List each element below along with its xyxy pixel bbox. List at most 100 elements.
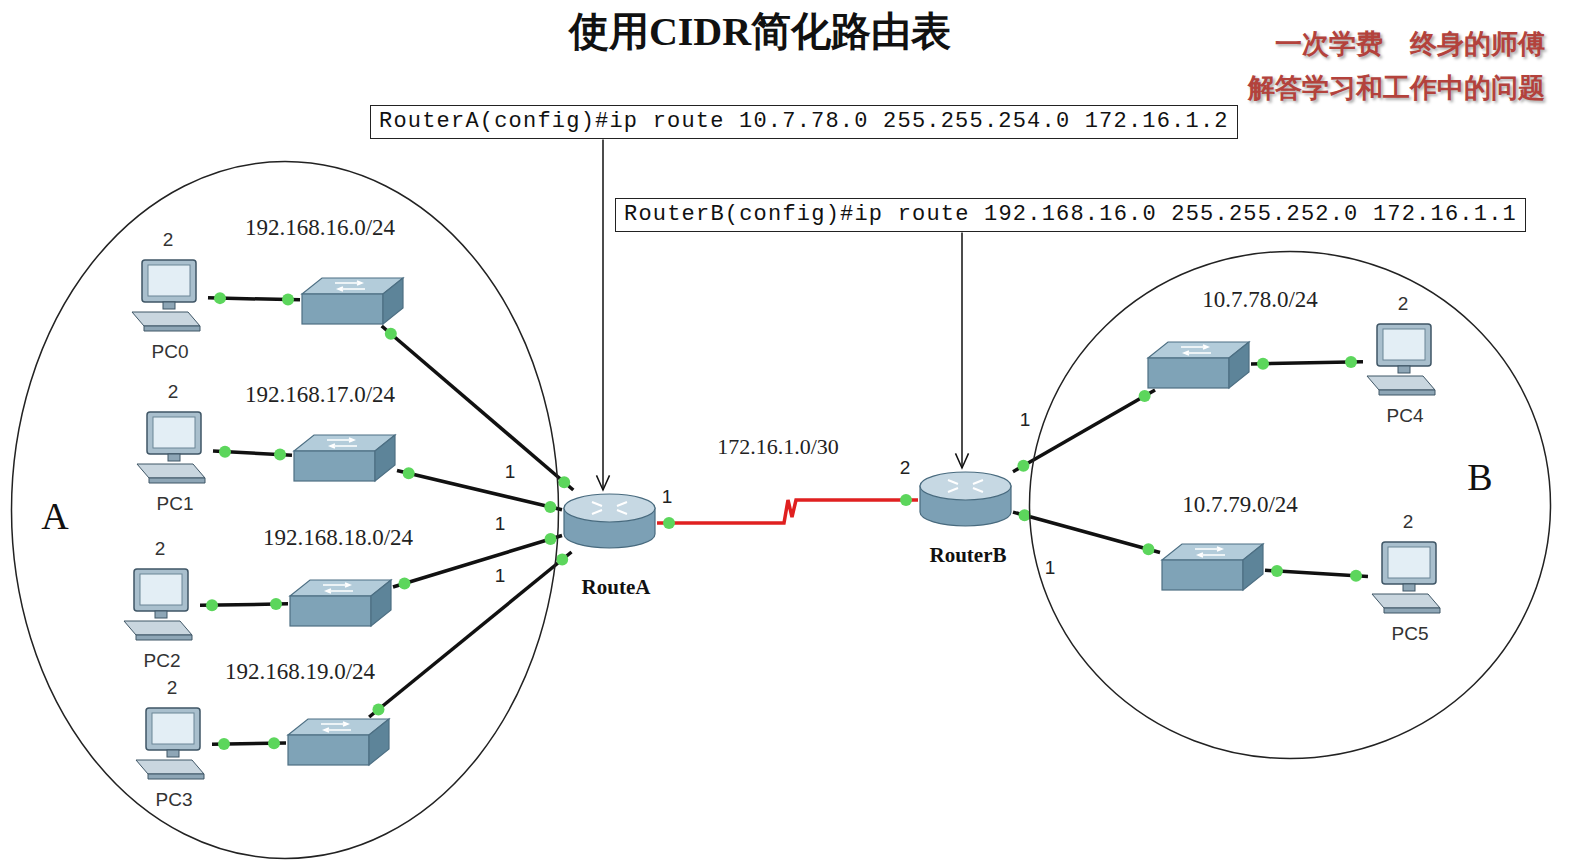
pc-host: 2PC5 — [1368, 540, 1448, 618]
host-name: PC3 — [154, 790, 195, 811]
link-dot — [1139, 390, 1151, 402]
link-dot — [214, 292, 226, 304]
monitor-stand — [167, 750, 179, 757]
ethernet-link — [397, 470, 562, 509]
switch-front — [1148, 358, 1229, 388]
switch-side — [375, 435, 395, 481]
subnet-label: 10.7.79.0/24 — [1180, 492, 1300, 517]
ethernet-link — [382, 326, 574, 490]
screen — [1388, 547, 1430, 578]
watermark-text: 解答学习和工作中的问题 — [1248, 73, 1545, 103]
switch-icon: 10.7.78.0/24 — [1146, 340, 1251, 390]
router-icon: RouterB — [918, 468, 1013, 530]
link-dot — [1257, 358, 1269, 370]
router-top — [564, 494, 655, 522]
switch-icon-shape — [286, 717, 391, 767]
keyboard-edge — [148, 774, 204, 779]
screen — [153, 417, 195, 448]
connector — [1251, 356, 1363, 370]
command-box: RouterA(config)#ip route 10.7.78.0 255.2… — [370, 105, 1238, 139]
region-letter: B — [1467, 457, 1492, 499]
switch-front — [302, 294, 383, 324]
screen — [148, 265, 190, 296]
link-dot — [544, 501, 556, 513]
port-number: 1 — [1018, 410, 1033, 431]
pc-host-shape — [133, 410, 213, 488]
host-number: 2 — [153, 539, 168, 560]
host-number: 2 — [166, 382, 181, 403]
router-arrows — [592, 502, 627, 514]
keyboard-edge — [144, 326, 200, 331]
link-dot — [268, 737, 280, 749]
screen — [1383, 329, 1425, 360]
pc-host-shape — [1363, 322, 1443, 400]
pc-host: 2PC2 — [120, 567, 200, 645]
connector — [657, 494, 918, 529]
link-dot — [218, 738, 230, 750]
pc-host: 2PC4 — [1363, 322, 1443, 400]
network-region-shape — [10, 160, 560, 860]
host-name: PC2 — [142, 651, 183, 672]
switch-icon-shape — [1146, 340, 1251, 390]
router-name: RouterB — [928, 544, 1009, 567]
connector — [212, 737, 286, 750]
switch-arrows — [335, 281, 365, 291]
monitor-stand — [1403, 584, 1415, 591]
connector — [1013, 509, 1160, 555]
connector — [397, 467, 562, 513]
link-dot — [545, 533, 557, 545]
network-region: A2PC0192.168.16.0/242PC1192.168.17.0/242… — [10, 160, 560, 860]
serial-link — [657, 500, 918, 523]
host-number: 2 — [1401, 512, 1416, 533]
connector — [382, 326, 574, 490]
pc-host-shape — [1368, 540, 1448, 618]
link-dot — [282, 294, 294, 306]
keyboard — [1367, 376, 1435, 390]
switch-side — [383, 278, 403, 324]
port-number: 2 — [898, 458, 913, 479]
keyboard-edge — [149, 478, 205, 483]
region-letter: A — [41, 496, 68, 538]
keyboard-edge — [1384, 608, 1440, 613]
port-number: 1 — [1043, 558, 1058, 579]
command-box: RouterB(config)#ip route 192.168.16.0 25… — [615, 198, 1526, 232]
subnet-label: 192.168.17.0/24 — [243, 382, 397, 407]
switch-icon-shape — [288, 578, 393, 628]
subnet-label: 10.7.78.0/24 — [1200, 287, 1320, 312]
router-top — [920, 472, 1011, 500]
router-arrows — [948, 480, 983, 492]
link-dot — [1142, 543, 1154, 555]
monitor — [1377, 324, 1431, 366]
monitor-stand — [168, 454, 180, 461]
link-dot — [372, 703, 384, 715]
subnet-label: 192.168.19.0/24 — [223, 659, 377, 684]
switch-arrows — [321, 722, 351, 732]
screen — [152, 713, 194, 744]
link-dot — [1345, 356, 1357, 368]
switch-icon: 192.168.17.0/24 — [292, 433, 397, 483]
subnet-label: 192.168.18.0/24 — [261, 525, 415, 550]
switch-icon: 10.7.79.0/24 — [1160, 542, 1265, 592]
link-dot — [398, 577, 410, 589]
keyboard — [124, 621, 192, 635]
diagram-title: 使用CIDR简化路由表 — [569, 10, 951, 54]
pc-host: 2PC1 — [133, 410, 213, 488]
router-icon-shape — [918, 468, 1013, 530]
connector — [208, 292, 300, 305]
link-dot — [219, 446, 231, 458]
connector — [955, 232, 968, 468]
pc-host-shape — [120, 567, 200, 645]
port-number: 1 — [493, 514, 508, 535]
port-number: 1 — [660, 487, 675, 508]
switch-front — [290, 596, 371, 626]
keyboard — [1372, 594, 1440, 608]
arrow-head — [955, 453, 968, 468]
link-dot — [663, 517, 675, 529]
link-dot — [1350, 570, 1362, 582]
switch-icon: 192.168.16.0/24 — [300, 276, 405, 326]
host-number: 2 — [1396, 294, 1411, 315]
link-dot — [206, 599, 218, 611]
switch-icon-shape — [1160, 542, 1265, 592]
arrow-head — [596, 475, 609, 490]
router-icon: RouteA — [562, 490, 657, 552]
